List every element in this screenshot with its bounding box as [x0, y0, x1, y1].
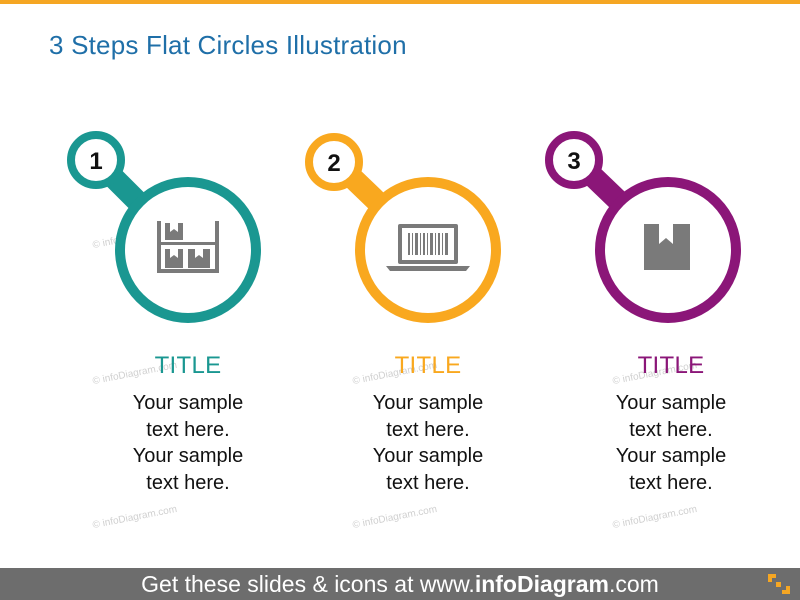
step-2-number: 2: [327, 150, 340, 177]
top-accent-rule: [0, 0, 800, 4]
infodiagram-logo-icon: [768, 574, 790, 594]
step-1-line: Your sample: [132, 445, 244, 467]
step-2-line: text here.: [386, 471, 470, 494]
step-3-number: 3: [567, 148, 580, 175]
step-3-description: Your sample text here. Your sample text …: [581, 390, 761, 496]
slide-title: 3 Steps Flat Circles Illustration: [49, 30, 407, 60]
package-box-icon: [644, 224, 690, 270]
step-2-number-circle: [305, 133, 363, 191]
step-2-title: TITLE: [394, 352, 462, 379]
step-1-line: Your sample: [132, 392, 244, 414]
step-1-line: text here.: [146, 418, 230, 441]
step-1-line: text here.: [146, 471, 230, 494]
step-3-graphic: [545, 131, 741, 323]
step-1-number: 1: [89, 148, 102, 175]
footer-text[interactable]: Get these slides & icons at www.infoDiag…: [0, 571, 800, 598]
step-1-description: Your sample text here. Your sample text …: [98, 390, 278, 496]
step-3-line: text here.: [629, 471, 713, 494]
step-1-title: TITLE: [154, 352, 222, 379]
step-2-line: Your sample: [372, 392, 484, 414]
footer-prefix: Get these slides & icons at www.: [141, 571, 475, 597]
step-2-line: text here.: [386, 418, 470, 441]
three-step-circles-diagram: 1 2 3: [67, 131, 741, 323]
laptop-barcode-icon: [386, 224, 470, 271]
footer-suffix: .com: [609, 571, 659, 597]
step-3-title: TITLE: [637, 352, 705, 379]
step-1-number-circle: [67, 131, 125, 189]
step-1-graphic: [67, 131, 261, 323]
step-2-graphic: [305, 133, 501, 323]
warehouse-shelf-icon: [157, 221, 219, 273]
step-2-description: Your sample text here. Your sample text …: [338, 390, 518, 496]
step-3-line: text here.: [629, 418, 713, 441]
step-3-line: Your sample: [615, 392, 727, 414]
footer-brand: infoDiagram: [474, 571, 609, 597]
footer-banner: Get these slides & icons at www.infoDiag…: [0, 568, 800, 600]
step-3-number-circle: [545, 131, 603, 189]
step-3-line: Your sample: [615, 445, 727, 467]
step-2-line: Your sample: [372, 445, 484, 467]
